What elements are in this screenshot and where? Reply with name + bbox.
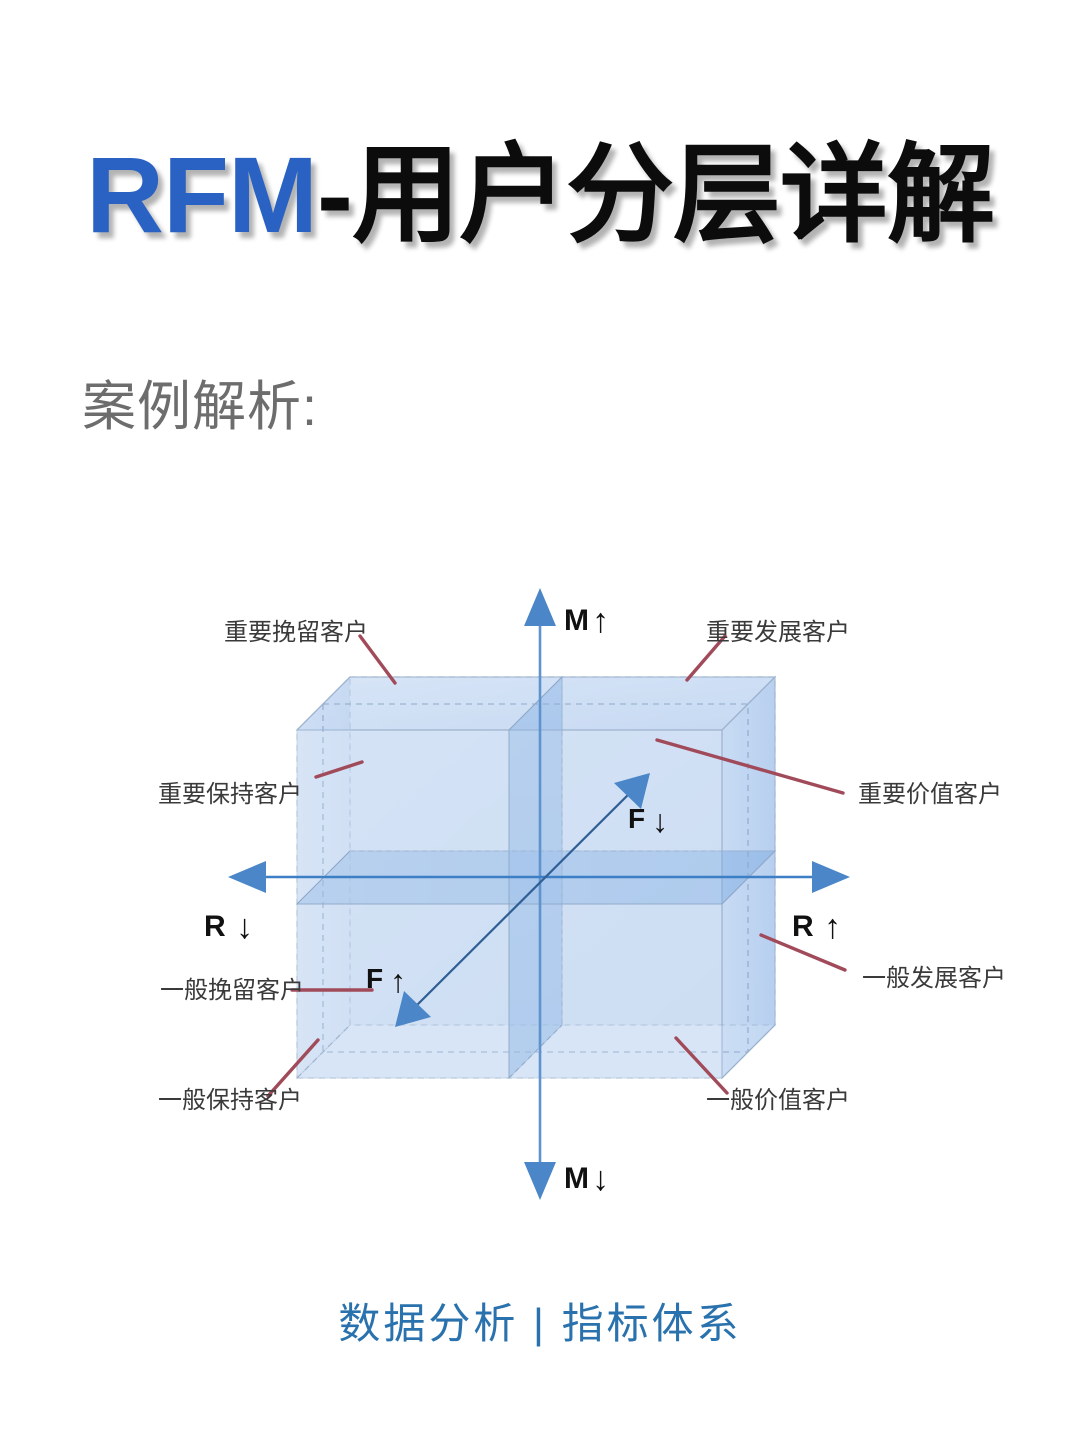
axis-r <box>228 861 850 893</box>
segment-label-seg-5: 一般挽留客户 <box>160 977 304 1004</box>
axis-label-r-left-letter: R <box>204 910 226 943</box>
subtitle: 案例解析: <box>82 377 319 437</box>
leader-line-seg-6 <box>759 933 847 972</box>
leader-line-seg-7 <box>266 1038 320 1098</box>
segment-label-seg-2: 重要发展客户 <box>706 619 850 646</box>
axis-label-f-far: F ↓ <box>628 803 668 839</box>
leader-line-seg-3 <box>314 760 364 779</box>
axis-m <box>524 588 556 1200</box>
leader-line-seg-1 <box>358 634 397 685</box>
footer-caption: 数据分析 | 指标体系 <box>338 1300 742 1347</box>
axis-label-f-far-letter: F <box>628 803 645 834</box>
segment-label-seg-6: 一般发展客户 <box>862 965 1006 992</box>
leader-line-seg-8 <box>674 1036 729 1095</box>
axis-label-f-near: F ↑ <box>366 963 406 999</box>
segment-labels: 重要挽留客户 重要发展客户 重要保持客户 重要价值客户 一般挽留客户 一般发展客… <box>158 619 1006 1114</box>
segment-label-seg-1: 重要挽留客户 <box>224 619 368 646</box>
segment-label-seg-7: 一般保持客户 <box>158 1087 302 1114</box>
axis-label-m-up: M ↑ <box>564 602 609 640</box>
axis-label-r-left: R ↓ <box>204 908 253 946</box>
leader-line-seg-4 <box>655 738 845 795</box>
axis-label-r-right-arrow: ↑ <box>824 908 841 946</box>
rfm-cube-diagram: M ↑ M ↓ R ↓ R ↑ <box>0 540 1080 1240</box>
axis-label-f-far-arrow: ↓ <box>652 803 668 839</box>
axis-label-m-up-arrow: ↑ <box>592 602 609 640</box>
title-rest: -用户分层详解 <box>316 134 995 255</box>
axis-f <box>395 773 650 1027</box>
segment-label-seg-3: 重要保持客户 <box>158 781 302 808</box>
axis-label-r-right-letter: R <box>792 910 814 943</box>
page-title: RFM-用户分层详解 <box>0 138 1080 251</box>
axis-label-m-up-letter: M <box>564 604 589 637</box>
leader-lines <box>266 634 847 1098</box>
axis-label-m-down: M ↓ <box>564 1160 609 1198</box>
cube-back-grid <box>350 677 775 1025</box>
axis-label-m-down-letter: M <box>564 1162 589 1195</box>
leader-line-seg-2 <box>685 634 727 682</box>
axis-label-r-right: R ↑ <box>792 908 841 946</box>
segment-label-seg-8: 一般价值客户 <box>706 1087 850 1114</box>
axis-label-m-down-arrow: ↓ <box>592 1160 609 1198</box>
segment-label-seg-4: 重要价值客户 <box>858 781 1002 808</box>
title-brand: RFM <box>86 134 318 255</box>
axis-label-f-near-letter: F <box>366 963 383 994</box>
cube-front-face <box>296 729 723 1079</box>
axis-label-r-left-arrow: ↓ <box>236 908 253 946</box>
axis-label-f-near-arrow: ↑ <box>390 963 406 999</box>
